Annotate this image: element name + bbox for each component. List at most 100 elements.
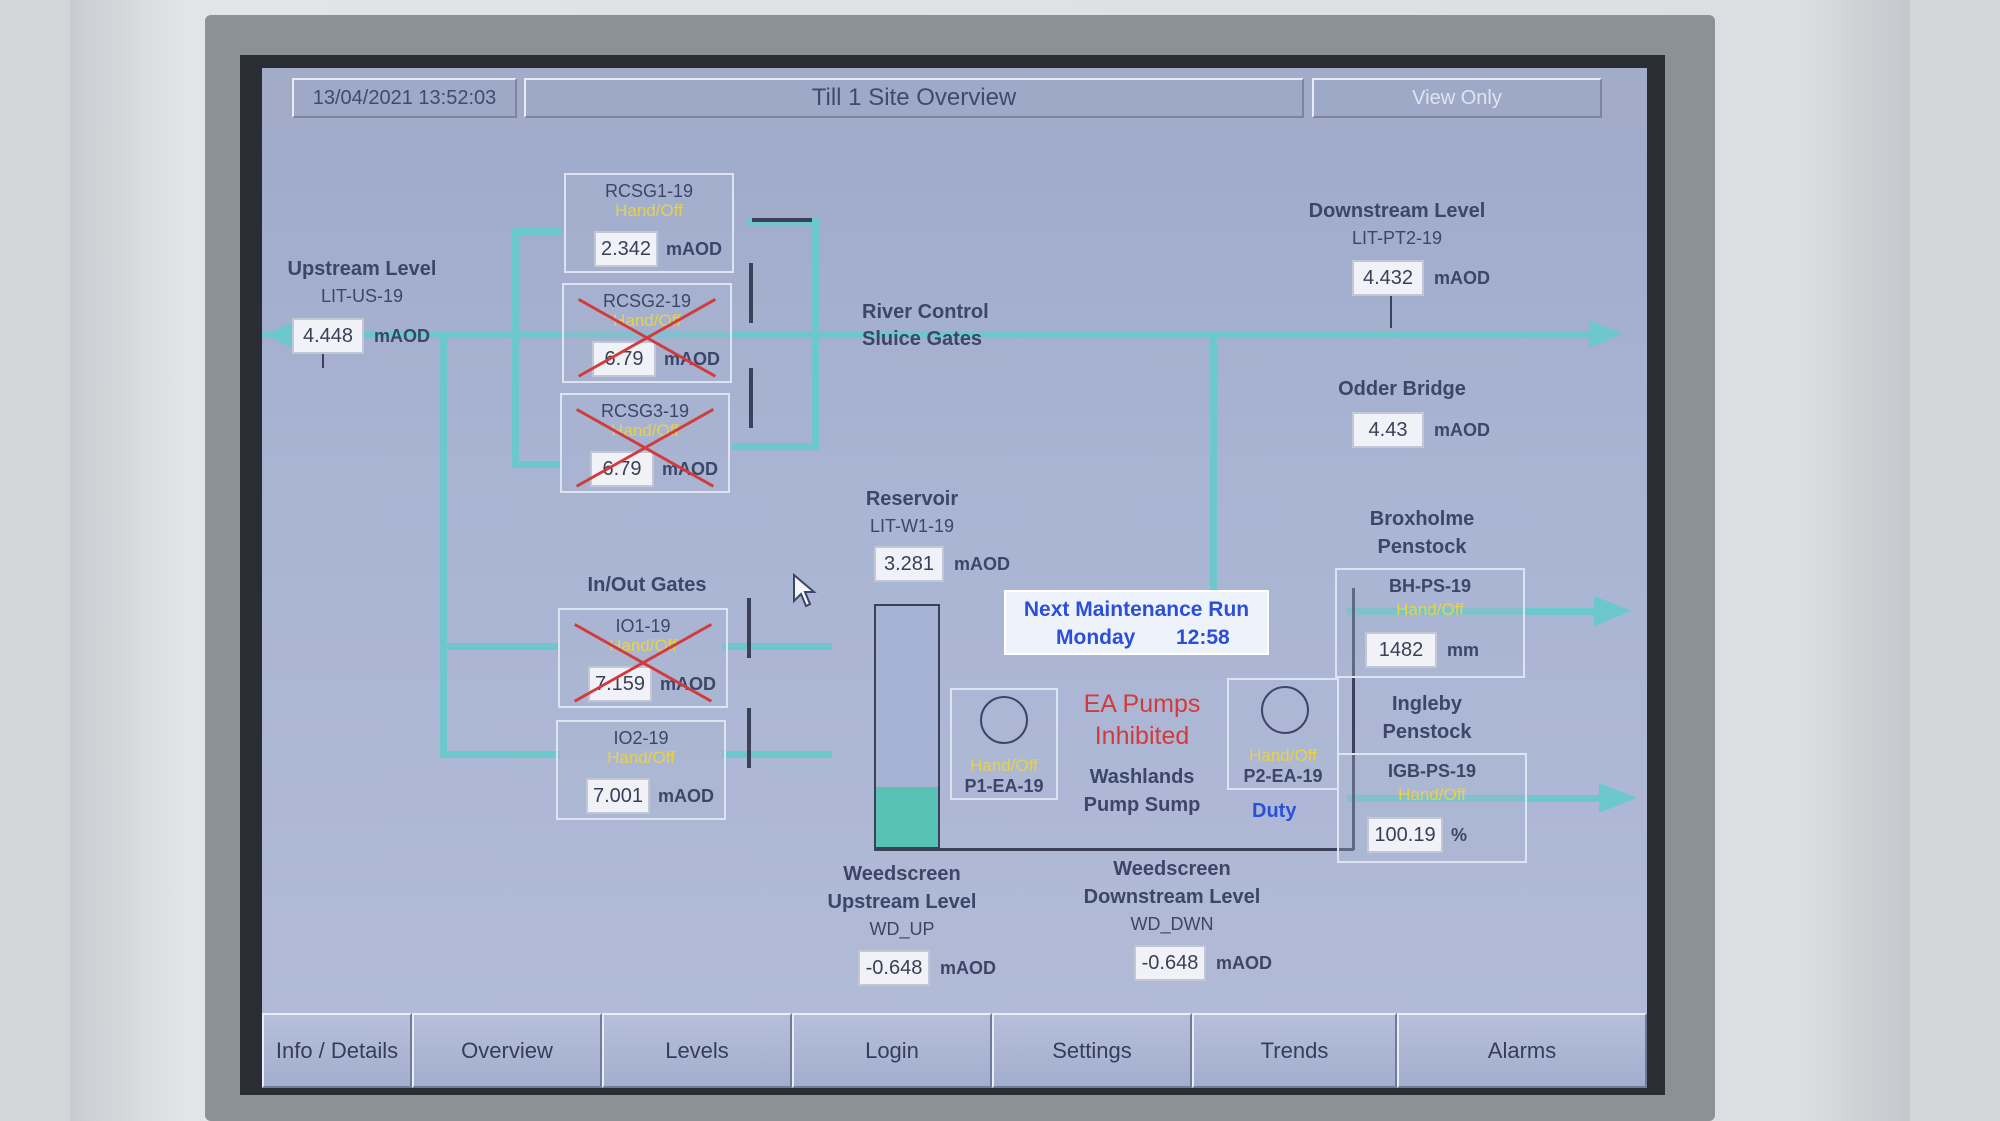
tab-login[interactable]: Login bbox=[792, 1013, 992, 1088]
maintenance-title: Next Maintenance Run bbox=[1023, 598, 1250, 621]
weedscreen-up-line1: Weedscreen bbox=[843, 863, 961, 885]
weedscreen-dn-tag: WD_DWN bbox=[1130, 914, 1214, 934]
downstream-level-tag: LIT-PT2-19 bbox=[1351, 228, 1443, 248]
pump-p1-tag: P1-EA-19 bbox=[964, 776, 1044, 796]
rcsg3-name: RCSG3-19 bbox=[600, 401, 690, 421]
rcsg2-position-bar bbox=[749, 263, 753, 323]
datetime-display: 13/04/2021 13:52:03 bbox=[292, 78, 517, 118]
broxholme-value: 1482 bbox=[1365, 632, 1437, 668]
broxholme-mode: Hand/Off bbox=[1396, 600, 1464, 619]
weedscreen-dn-line1: Weedscreen bbox=[1113, 858, 1231, 880]
io2-mode: Hand/Off bbox=[607, 748, 675, 767]
broxholme-unit: mm bbox=[1447, 640, 1480, 660]
rcsg1-gate-panel[interactable]: RCSG1-19 Hand/Off 2.342 mAOD bbox=[564, 173, 734, 273]
io1-unit: mAOD bbox=[660, 674, 717, 694]
tab-overview[interactable]: Overview bbox=[412, 1013, 602, 1088]
sump-right-wall bbox=[1352, 588, 1355, 850]
weedscreen-dn-line2: Downstream Level bbox=[1083, 886, 1261, 908]
upstream-level-value: 4.448 bbox=[292, 318, 364, 354]
maintenance-time: 12:58 bbox=[1176, 626, 1230, 649]
page-title: Till 1 Site Overview bbox=[524, 78, 1304, 118]
inout-gates-title: In/Out Gates bbox=[587, 574, 707, 596]
washlands-feed-pipe bbox=[1210, 338, 1217, 598]
broxholme-pipe bbox=[1347, 608, 1607, 615]
rcsg2-mode: Hand/Off bbox=[613, 311, 681, 330]
io1-value: 7.159 bbox=[588, 666, 652, 702]
tab-trends[interactable]: Trends bbox=[1192, 1013, 1397, 1088]
rcsg3-value: 6.79 bbox=[590, 451, 654, 487]
sluice-top-pipe bbox=[512, 228, 562, 235]
reservoir-tag: LIT-W1-19 bbox=[869, 516, 955, 536]
sump-label-line1: Washlands bbox=[1089, 766, 1195, 788]
pump-p2-panel[interactable]: Hand/Off P2-EA-19 bbox=[1227, 678, 1339, 790]
rcsg1-unit: mAOD bbox=[666, 239, 723, 259]
reservoir-value: 3.281 bbox=[874, 546, 944, 582]
sluice-label-line1: River Control bbox=[862, 301, 989, 323]
sluice-bottom-pipe bbox=[512, 461, 562, 468]
rcsg3-gate-panel[interactable]: RCSG3-19 Hand/Off 6.79 mAOD bbox=[560, 393, 730, 493]
broxholme-title-line2: Penstock bbox=[1377, 536, 1467, 558]
sluice-bypass-pipe bbox=[512, 228, 519, 468]
rcsg2-value: 6.79 bbox=[592, 341, 656, 377]
pumps-status-line1: EA Pumps bbox=[1083, 690, 1201, 718]
weedscreen-up-value: -0.648 bbox=[858, 950, 930, 986]
pumps-status-line2: Inhibited bbox=[1094, 722, 1190, 750]
tab-levels[interactable]: Levels bbox=[602, 1013, 792, 1088]
pump-p2-mode: Hand/Off bbox=[1249, 746, 1317, 765]
rcsg2-unit: mAOD bbox=[664, 349, 721, 369]
sluice-label-line2: Sluice Gates bbox=[862, 328, 983, 350]
downstream-level-unit: mAOD bbox=[1434, 268, 1491, 288]
rcsg1-position-bar bbox=[752, 218, 812, 222]
rcsg3-position-bar bbox=[749, 368, 753, 428]
tab-settings[interactable]: Settings bbox=[992, 1013, 1192, 1088]
weedscreen-dn-unit: mAOD bbox=[1216, 953, 1273, 973]
downstream-connector bbox=[1390, 288, 1392, 328]
river-outlet-arrow bbox=[1589, 320, 1623, 348]
rcsg1-name: RCSG1-19 bbox=[604, 181, 694, 201]
sump-floor bbox=[874, 848, 1354, 851]
odder-bridge-value: 4.43 bbox=[1352, 412, 1424, 448]
io2-name: IO2-19 bbox=[613, 728, 669, 748]
reservoir-tank bbox=[874, 604, 940, 849]
rcsg3-unit: mAOD bbox=[662, 459, 719, 479]
pump-p2-icon bbox=[1261, 686, 1309, 734]
weedscreen-up-tag: WD_UP bbox=[869, 919, 935, 939]
broxholme-penstock-panel[interactable]: BH-PS-19 Hand/Off 1482 mm bbox=[1335, 568, 1525, 678]
ingleby-title-line2: Penstock bbox=[1382, 721, 1472, 743]
io1-name: IO1-19 bbox=[615, 616, 671, 636]
inout-feed-pipe bbox=[440, 338, 447, 758]
sluice-outlet-pipe bbox=[812, 218, 819, 448]
io2-unit: mAOD bbox=[658, 786, 715, 806]
weedscreen-up-line2: Upstream Level bbox=[827, 891, 977, 913]
reservoir-fill-level bbox=[876, 786, 938, 847]
bottom-navigation: Info / Details Overview Levels Login Set… bbox=[262, 1013, 1647, 1088]
io1-outlet-pipe bbox=[722, 643, 832, 650]
header-bar: 13/04/2021 13:52:03 Till 1 Site Overview… bbox=[262, 68, 1647, 126]
odder-bridge-title: Odder Bridge bbox=[1338, 378, 1466, 400]
downstream-level-title: Downstream Level bbox=[1308, 200, 1486, 222]
downstream-level-value: 4.432 bbox=[1352, 260, 1424, 296]
ingleby-title-line1: Ingleby bbox=[1391, 693, 1462, 715]
upstream-level-tag: LIT-US-19 bbox=[320, 286, 404, 306]
rcsg3-mode: Hand/Off bbox=[611, 421, 679, 440]
io2-inlet-pipe bbox=[440, 751, 560, 758]
rcsg2-gate-panel[interactable]: RCSG2-19 Hand/Off 6.79 mAOD bbox=[562, 283, 732, 383]
tab-alarms[interactable]: Alarms bbox=[1397, 1013, 1647, 1088]
sluice-return-pipe bbox=[732, 443, 819, 450]
broxholme-tag: BH-PS-19 bbox=[1388, 576, 1472, 596]
pump-p2-duty-label: Duty bbox=[1252, 800, 1297, 822]
pump-p1-icon bbox=[980, 696, 1028, 744]
ingleby-penstock-panel[interactable]: IGB-PS-19 Hand/Off 100.19 % bbox=[1337, 753, 1527, 863]
access-mode-badge: View Only bbox=[1312, 78, 1602, 118]
io2-outlet-pipe bbox=[722, 751, 832, 758]
tab-info-details[interactable]: Info / Details bbox=[262, 1013, 412, 1088]
main-river-pipe bbox=[262, 331, 1597, 338]
ingleby-mode: Hand/Off bbox=[1398, 785, 1466, 804]
ingleby-tag: IGB-PS-19 bbox=[1387, 761, 1477, 781]
io2-gate-panel[interactable]: IO2-19 Hand/Off 7.001 mAOD bbox=[556, 720, 726, 820]
mouse-pointer-icon bbox=[793, 573, 817, 608]
io1-gate-panel[interactable]: IO1-19 Hand/Off 7.159 mAOD bbox=[558, 608, 728, 708]
maintenance-panel: Next Maintenance Run Monday 12:58 bbox=[1004, 590, 1269, 655]
pump-p1-panel[interactable]: Hand/Off P1-EA-19 bbox=[950, 688, 1058, 800]
weedscreen-up-unit: mAOD bbox=[940, 958, 997, 978]
